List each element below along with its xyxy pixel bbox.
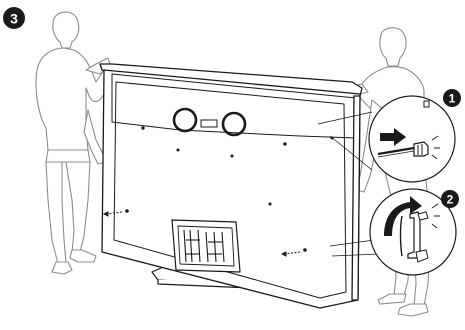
left-person-illustration (36, 12, 112, 274)
callout-detail-1 (369, 96, 455, 182)
handle-slot (424, 101, 429, 107)
callout-badge-1: 1 (443, 89, 461, 107)
handle-clip-icon (414, 142, 428, 156)
stand-neck (172, 220, 240, 272)
callout-number-1: 1 (449, 92, 456, 106)
callout-number-2: 2 (447, 193, 454, 207)
step-badge: 3 (3, 7, 25, 29)
step-number: 3 (10, 11, 18, 27)
callout-badge-2: 2 (441, 190, 459, 208)
